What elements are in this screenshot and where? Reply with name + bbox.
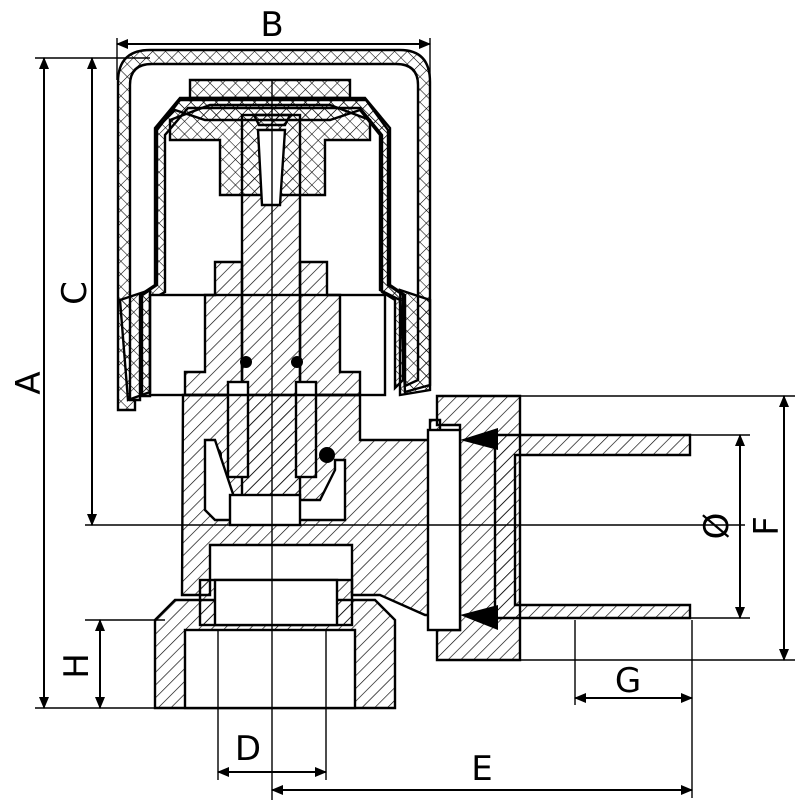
union-tailpiece xyxy=(426,394,692,662)
label-h: H xyxy=(57,653,97,679)
centerlines xyxy=(85,80,745,800)
dimension-labels: B A C H D E G Ø F xyxy=(9,5,787,789)
label-c: C xyxy=(55,281,95,305)
label-b: B xyxy=(260,5,283,45)
label-a: A xyxy=(9,371,49,394)
label-f: F xyxy=(747,516,787,536)
label-d: D xyxy=(235,729,261,769)
label-e: E xyxy=(471,749,492,789)
label-phi: Ø xyxy=(697,513,737,540)
dimension-lines xyxy=(35,38,795,798)
label-g: G xyxy=(615,661,641,701)
valve-body xyxy=(153,393,442,710)
